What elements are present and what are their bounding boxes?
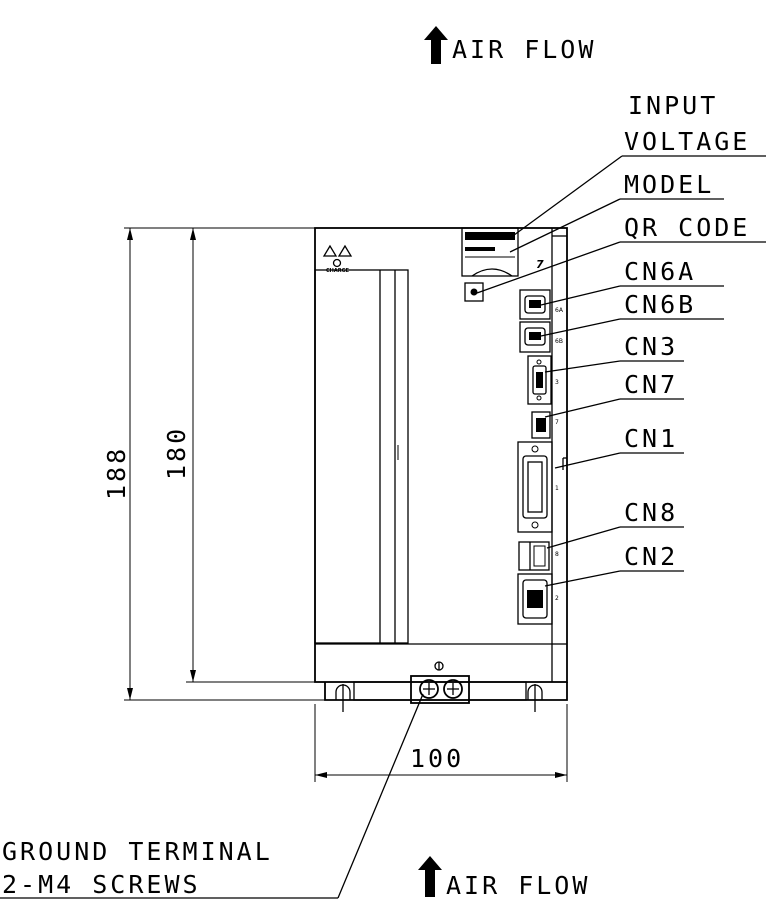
airflow-arrow-up-icon	[424, 26, 448, 64]
svg-text:7: 7	[555, 419, 559, 426]
ground-terminal	[410, 661, 470, 704]
dimension-188-label: 188	[102, 446, 131, 500]
charge-indicator: CHARGE	[322, 244, 353, 274]
dimension-188: 188	[102, 227, 325, 701]
callout-cn7: CN7	[544, 370, 684, 418]
callout-cn1-label: CN1	[624, 424, 678, 453]
warning-triangle-icon	[322, 244, 338, 257]
callout-cn6a-label: CN6A	[624, 257, 696, 286]
svg-text:6A: 6A	[555, 307, 564, 314]
connector-cn3: 3	[527, 355, 559, 405]
callout-cn1: CN1	[554, 424, 684, 469]
dimension-100-label: 100	[410, 744, 464, 773]
airflow-top: AIR FLOW	[424, 26, 596, 64]
callout-cn3: CN3	[544, 332, 684, 373]
svg-text:1: 1	[555, 485, 559, 492]
svg-text:6B: 6B	[555, 338, 563, 345]
charge-label: CHARGE	[326, 268, 350, 274]
svg-text:7: 7	[536, 258, 544, 271]
warning-triangle-icon	[337, 244, 353, 257]
front-cover	[314, 269, 409, 644]
dimension-180-label: 180	[162, 426, 191, 480]
airflow-bottom-label: AIR FLOW	[446, 871, 590, 900]
callout-qr-label: QR CODE	[624, 213, 750, 242]
callout-ground-terminal: GROUND TERMINAL 2-M4 SCREWS	[0, 693, 424, 899]
svg-text:8: 8	[555, 551, 559, 558]
airflow-arrow-up-icon	[418, 856, 442, 897]
screw-icon	[419, 679, 439, 699]
callout-qr-code: QR CODE	[476, 213, 766, 294]
callout-cn2-label: CN2	[624, 542, 678, 571]
callout-cn6a: CN6A	[540, 257, 724, 306]
charge-lamp-icon	[332, 258, 342, 268]
ground-terminal-line2: 2-M4 SCREWS	[2, 870, 201, 899]
dimension-100: 100	[314, 704, 568, 782]
dimension-180: 180	[162, 228, 315, 683]
callout-model-label: MODEL	[624, 170, 714, 199]
ground-terminal-line1: GROUND TERMINAL	[2, 837, 273, 866]
callout-input-line2: VOLTAGE	[624, 127, 750, 156]
callout-cn6b: CN6B	[540, 290, 724, 337]
connector-cn6b: 6B	[519, 321, 563, 353]
callout-cn2: CN2	[544, 542, 684, 587]
svg-text:3: 3	[555, 379, 559, 386]
nameplate: 7	[461, 227, 544, 277]
screw-icon	[443, 679, 463, 699]
connector-cn2: 2	[517, 573, 559, 625]
callout-model: MODEL	[509, 170, 724, 253]
connector-cn7: 7	[531, 411, 559, 439]
callout-cn3-label: CN3	[624, 332, 678, 361]
mounting-slots	[335, 684, 543, 712]
airflow-top-label: AIR FLOW	[452, 35, 596, 64]
airflow-bottom: AIR FLOW	[418, 856, 590, 900]
callout-cn8-label: CN8	[624, 498, 678, 527]
callout-input-voltage: INPUT VOLTAGE	[509, 91, 766, 239]
callout-cn8: CN8	[546, 498, 684, 549]
callout-input-line1: INPUT	[628, 91, 718, 120]
qr-code	[464, 282, 484, 302]
drive-housing	[314, 227, 568, 701]
callout-cn7-label: CN7	[624, 370, 678, 399]
svg-text:2: 2	[555, 595, 559, 602]
connector-cn8: 8	[518, 541, 559, 571]
callout-cn6b-label: CN6B	[624, 290, 696, 319]
connector-cn1: 1	[517, 441, 567, 533]
